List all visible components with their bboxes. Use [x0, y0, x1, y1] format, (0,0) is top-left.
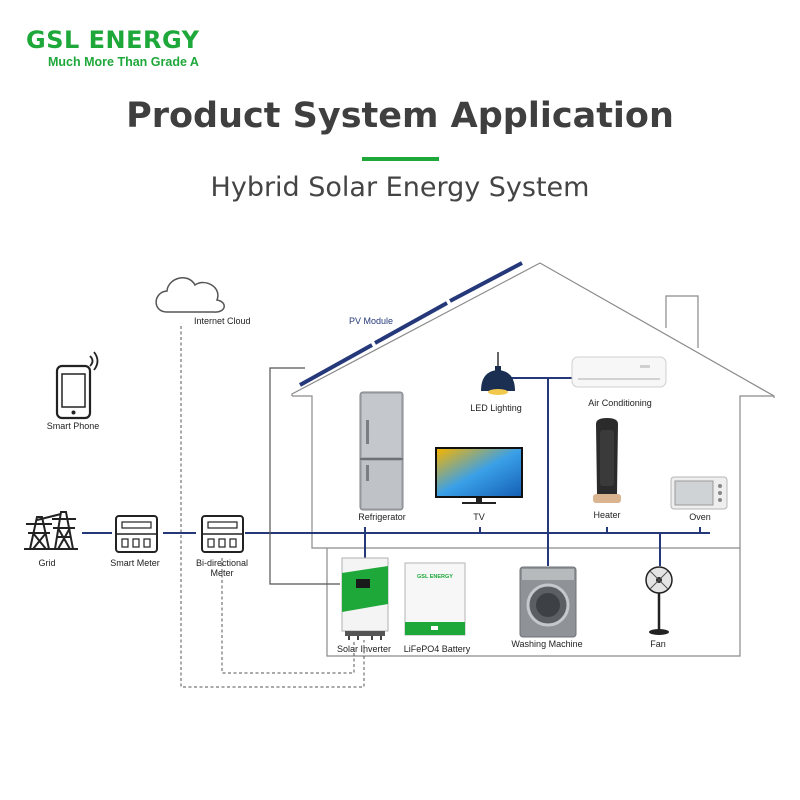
washing-machine-label: Washing Machine — [511, 639, 582, 649]
smart-phone-icon — [55, 351, 99, 420]
battery-icon: GSL ENERGY — [404, 562, 466, 636]
air-conditioning-icon — [571, 356, 667, 388]
communication-lines — [180, 326, 365, 688]
tv-label: TV — [473, 512, 485, 522]
dc-line — [269, 367, 340, 585]
fan-label: Fan — [650, 639, 666, 649]
bidirectional-meter-label-2: Meter — [210, 568, 233, 578]
refrigerator-label: Refrigerator — [358, 512, 406, 522]
led-lighting-label: LED Lighting — [470, 403, 522, 413]
cloud-icon — [155, 277, 225, 313]
pv-module — [299, 261, 523, 387]
tv-icon — [435, 447, 523, 504]
fan-icon — [645, 566, 673, 635]
internet-cloud-label: Internet Cloud — [194, 316, 251, 326]
led-lighting-icon — [481, 352, 515, 395]
brand-name: GSL ENERGY — [26, 26, 200, 54]
brand-tagline: Much More Than Grade A — [48, 55, 199, 69]
brand-logo: GSL ENERGY Much More Than Grade A — [26, 26, 200, 70]
smart-meter-label: Smart Meter — [110, 558, 160, 568]
pv-module-label: PV Module — [349, 316, 393, 326]
grid-label: Grid — [38, 558, 55, 568]
grid-tower-icon — [24, 511, 78, 550]
battery-brand-text: GSL ENERGY — [417, 574, 453, 580]
house-outline — [291, 262, 775, 657]
smart-phone-label: Smart Phone — [47, 421, 100, 431]
heater-label: Heater — [593, 510, 620, 520]
power-wiring — [82, 377, 710, 566]
air-conditioning-label: Air Conditioning — [588, 398, 652, 408]
smart-meter-icon — [115, 515, 158, 553]
page-subtitle: Hybrid Solar Energy System — [210, 172, 590, 203]
heater-icon — [593, 418, 621, 503]
refrigerator-icon — [359, 391, 404, 511]
bidirectional-meter-label-1: Bi-directional — [196, 558, 248, 568]
solar-inverter-icon — [341, 557, 389, 640]
oven-label: Oven — [689, 512, 711, 522]
washing-machine-icon — [519, 566, 577, 638]
page-title: Product System Application — [126, 96, 674, 136]
battery-label: LiFePO4 Battery — [404, 644, 471, 654]
solar-inverter-label: Solar Inverter — [337, 644, 391, 654]
oven-icon — [670, 476, 728, 510]
title-underline — [362, 157, 439, 161]
bidirectional-meter-icon — [201, 515, 244, 553]
